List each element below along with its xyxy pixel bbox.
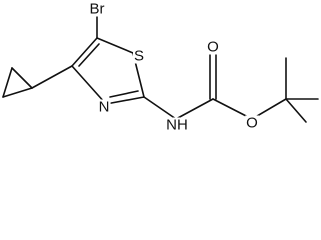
atom-label-ester-oxygen: O — [245, 114, 259, 132]
atom-label-sulfur: S — [132, 47, 146, 65]
atom-label-bromine: Br — [88, 0, 106, 18]
bond-nh-carbonyl — [175, 98, 214, 120]
atom-label-amide-nh: NH — [165, 116, 189, 134]
atom-label-carbonyl-oxygen: O — [206, 38, 220, 56]
bond-c5-s — [96, 37, 134, 54]
bond-c2-n3-double — [109, 90, 139, 98]
bond-n3-c4 — [71, 65, 107, 105]
bond-cyclopropyl-3 — [2, 67, 13, 98]
bond-cyclopropyl-c4 — [31, 65, 73, 89]
atom-label-ring-nitrogen: N — [97, 98, 111, 116]
structure-diagram: Br S N NH O O — [2, 0, 319, 134]
bond-layer — [2, 13, 319, 123]
bond-c2-nh — [143, 96, 177, 120]
bond-cyclopropyl-2 — [2, 87, 33, 98]
bond-c4-c5-double — [78, 43, 100, 67]
bond-c2-n3 — [105, 96, 145, 105]
bond-c4-c5 — [71, 37, 98, 67]
bond-cyclopropyl-1 — [11, 67, 33, 89]
bond-tbutyl-methyl-bottom — [285, 98, 307, 123]
